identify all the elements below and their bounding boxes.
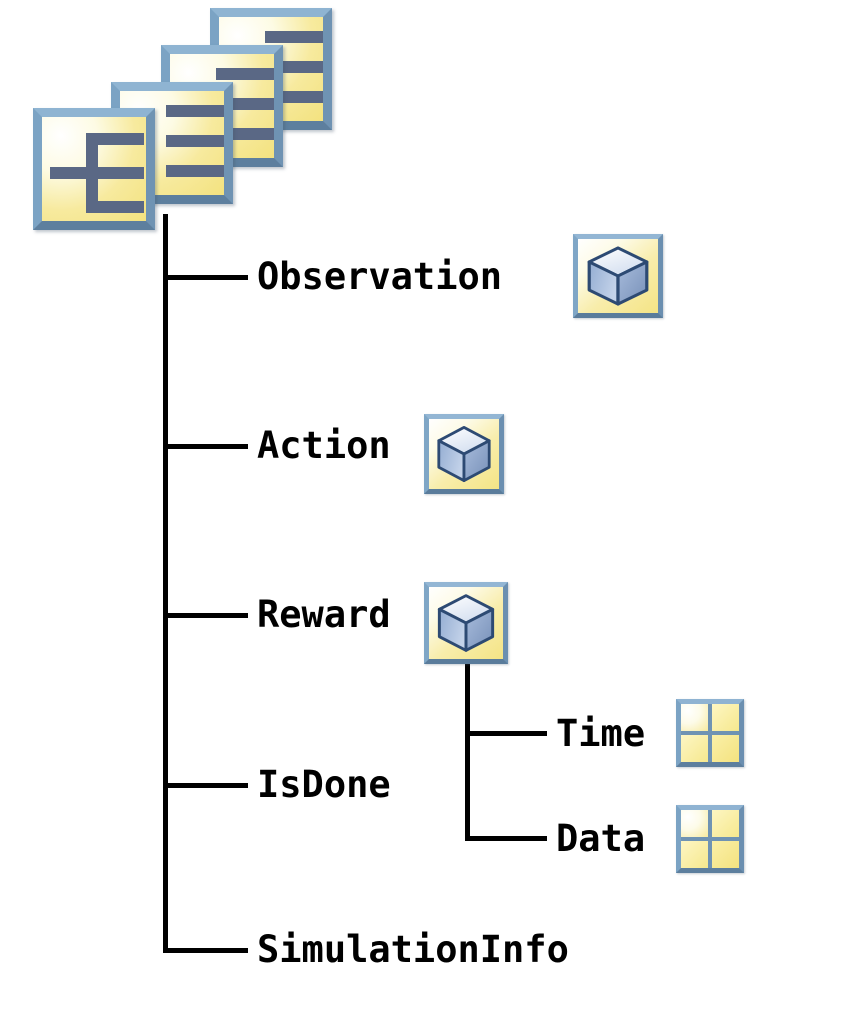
branch-line-observation: [163, 275, 248, 280]
cube-icon[interactable]: [424, 582, 508, 664]
node-label-reward: Reward: [257, 593, 391, 636]
node-label-data: Data: [556, 817, 646, 860]
bus-glyph-branch: [86, 133, 144, 145]
matrix-cell: [712, 841, 739, 868]
bus-glyph-branch: [86, 167, 144, 179]
cube-icon[interactable]: [424, 414, 504, 494]
branch-line-reward: [163, 613, 248, 618]
node-label-isdone: IsDone: [257, 763, 391, 806]
bus-card-mark: [265, 31, 323, 43]
node-label-simulationinfo: SimulationInfo: [257, 928, 569, 971]
cube-icon[interactable]: [573, 234, 663, 318]
matrix-cell: [681, 841, 708, 868]
branch-line-data: [465, 836, 547, 841]
node-label-time: Time: [556, 712, 646, 755]
matrix-cell: [681, 810, 708, 837]
bus-glyph-input: [50, 167, 88, 179]
matrix-cell: [712, 735, 739, 762]
bus-glyph-branch: [86, 201, 144, 213]
tree-trunk-reward: [465, 661, 470, 841]
bus-card-mark: [166, 165, 224, 177]
branch-line-action: [163, 444, 248, 449]
matrix-cell: [681, 704, 708, 731]
matrix-icon[interactable]: [676, 699, 744, 767]
bus-card-mark: [166, 105, 224, 117]
branch-line-simulationinfo: [163, 948, 248, 953]
matrix-cell: [681, 735, 708, 762]
bus-card-mark: [216, 68, 274, 80]
bus-card-1: [33, 108, 155, 230]
matrix-cell: [712, 704, 739, 731]
node-label-action: Action: [257, 424, 391, 467]
branch-line-time: [465, 731, 547, 736]
branch-line-isdone: [163, 783, 248, 788]
node-label-observation: Observation: [257, 255, 503, 298]
matrix-icon[interactable]: [676, 805, 744, 873]
bus-card-mark: [166, 135, 224, 147]
tree-trunk-main: [163, 214, 168, 953]
matrix-cell: [712, 810, 739, 837]
bus-stack-icon[interactable]: [30, 4, 332, 236]
